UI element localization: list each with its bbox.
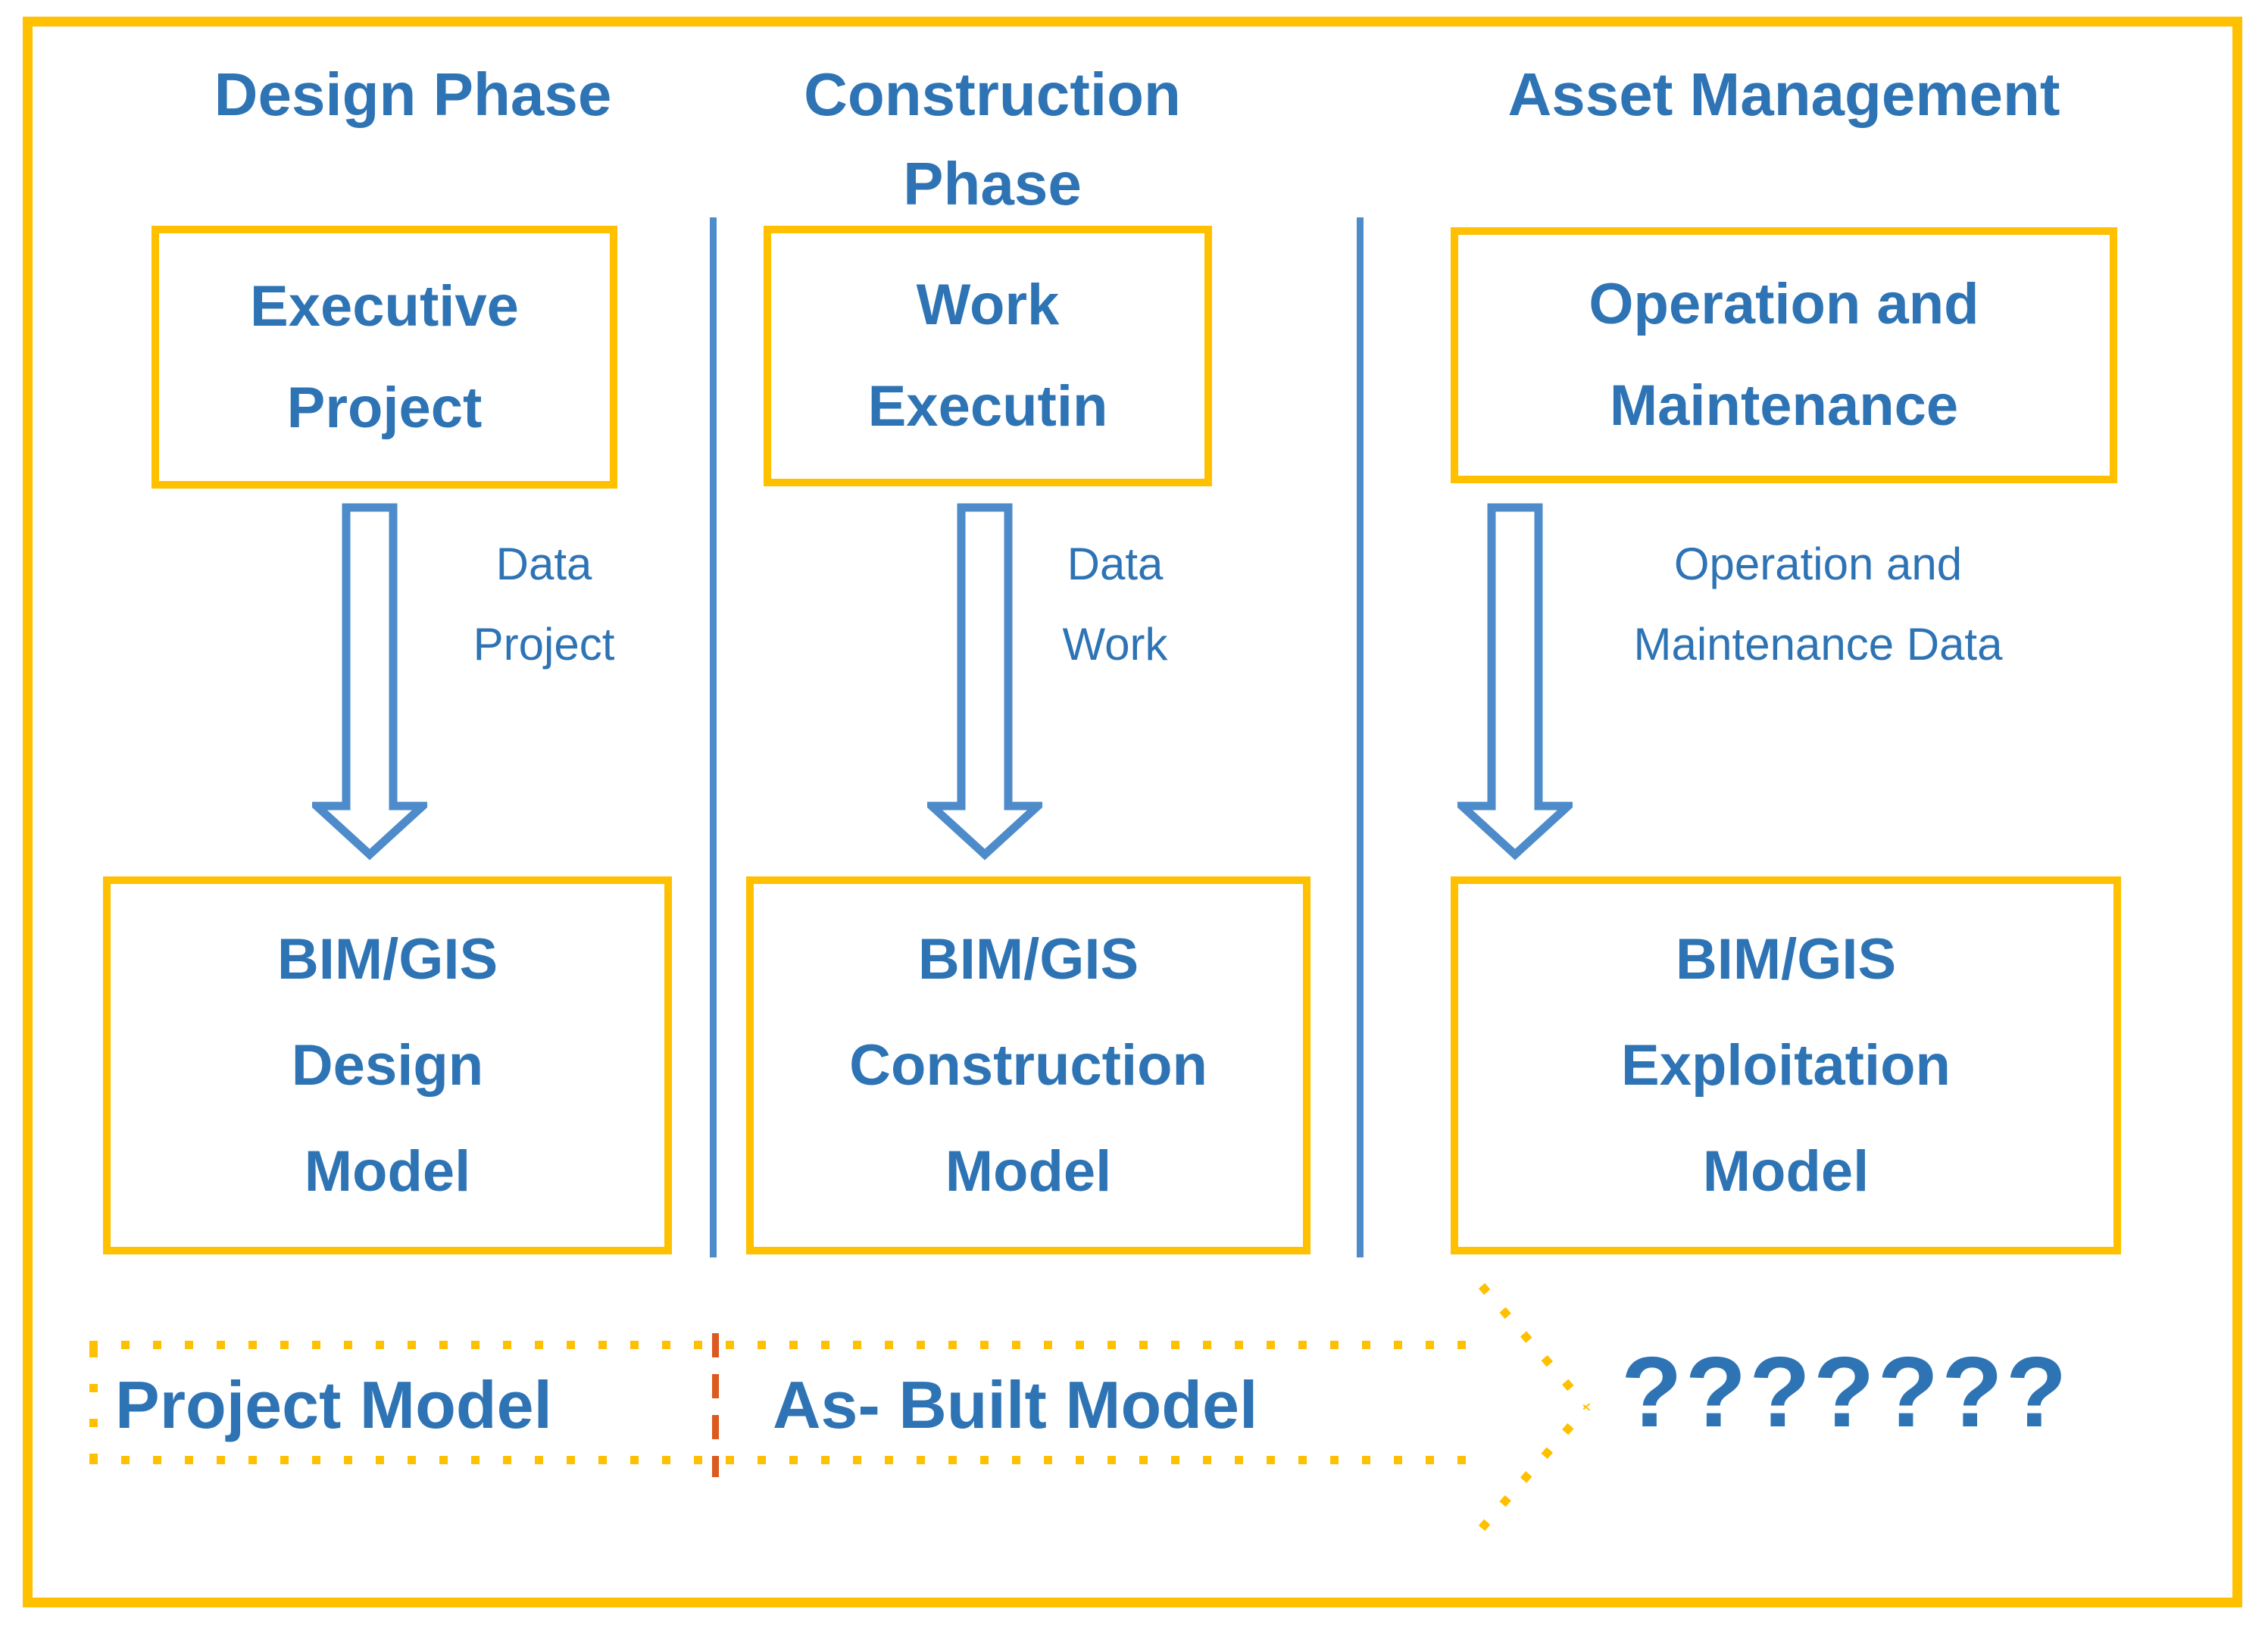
arrow-label-line: Operation and <box>1673 539 1963 589</box>
box-bim-gis-design-model: BIM/GIS Design Model <box>103 876 672 1254</box>
box-text-line: Model <box>1702 1139 1870 1204</box>
box-text-line: Model <box>945 1139 1112 1204</box>
arrow-label-line: Maintenance Data <box>1633 619 2003 670</box>
box-text-line: Maintenance <box>1609 373 1959 438</box>
down-arrow-icon-asset <box>1457 503 1573 861</box>
outer-border <box>23 17 2242 1607</box>
box-text-line: Operation and <box>1589 272 1979 336</box>
column-divider-1 <box>710 217 717 1257</box>
box-operation-maintenance: Operation and Maintenance <box>1451 227 2117 483</box>
flow-arrow-top-edge <box>89 1341 1480 1349</box>
down-arrow-icon-design <box>312 503 427 861</box>
label-as-built-model: As- Built Model <box>773 1367 1258 1442</box>
arrow-label-data-work: Data Work <box>964 524 1267 685</box>
arrow-label-line: Project <box>473 619 615 670</box>
box-work-execution: Work Executin <box>764 226 1212 486</box>
column-divider-2 <box>1357 217 1364 1257</box>
box-executive-project: Executive Project <box>152 226 617 489</box>
box-bim-gis-exploitation-model: BIM/GIS Exploitation Model <box>1451 876 2121 1254</box>
arrow-label-operation-maintenance-data: Operation and Maintenance Data <box>1545 524 2091 685</box>
box-text-line: Model <box>304 1139 471 1204</box>
box-text-line: Design <box>291 1032 484 1098</box>
flow-arrow-bottom-edge <box>89 1456 1480 1464</box>
arrow-label-line: Data <box>495 539 592 589</box>
box-text-line: Project <box>286 375 483 440</box>
header-text: Construction <box>804 61 1181 128</box>
header-text: Asset Management <box>1507 61 2060 128</box>
box-text-line: BIM/GIS <box>917 926 1139 992</box>
box-text-line: Work <box>916 273 1060 337</box>
label-question-marks: ??????? <box>1621 1336 2070 1448</box>
box-bim-gis-construction-model: BIM/GIS Construction Model <box>746 876 1311 1254</box>
arrow-label-data-project: Data Project <box>392 524 695 685</box>
box-text-line: BIM/GIS <box>1675 926 1897 992</box>
header-construction-phase: Construction Phase <box>746 50 1239 229</box>
box-text-line: Executive <box>250 273 519 339</box>
box-text-line: Executin <box>867 374 1108 439</box>
box-text-line: BIM/GIS <box>276 926 498 992</box>
flow-arrow-left-edge <box>89 1349 98 1456</box>
header-text: Phase <box>903 150 1082 217</box>
down-arrow-icon-construction <box>927 503 1042 861</box>
label-project-model: Project Model <box>115 1367 552 1442</box>
header-asset-management: Asset Management <box>1443 50 2125 139</box>
arrow-label-line: Data <box>1067 539 1164 589</box>
box-text-line: Exploitation <box>1621 1032 1951 1098</box>
box-text-line: Construction <box>849 1032 1207 1098</box>
header-design-phase: Design Phase <box>91 50 735 139</box>
header-text: Design Phase <box>214 61 612 128</box>
phase-separator-dashed-line <box>712 1333 719 1477</box>
arrow-label-line: Work <box>1062 619 1168 670</box>
